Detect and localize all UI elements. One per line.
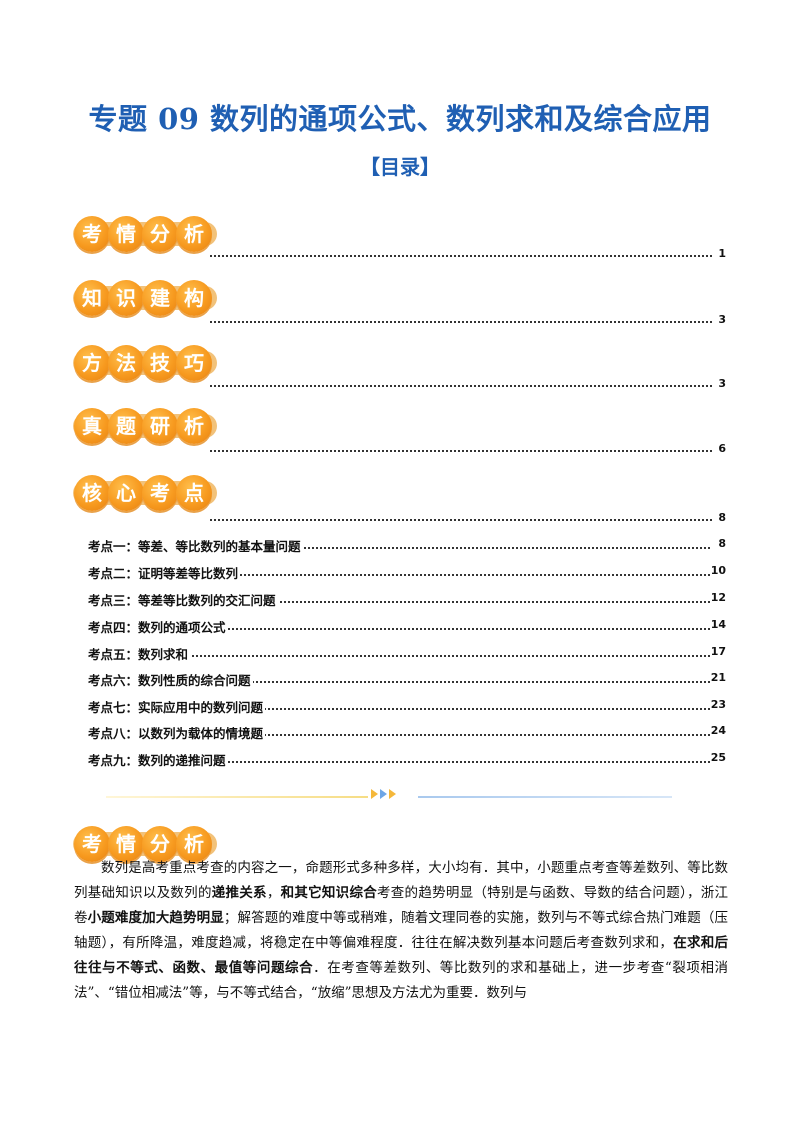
badge-zhenti-yanxi[interactable]: 真 题 研 析 [70, 400, 220, 452]
page-number: 23 [710, 698, 726, 711]
text-run: ；解答题的难度中等或稍难，随着文理同卷的实施，数列与不等式综合热门难题（压轴题）… [74, 910, 729, 951]
dot-leader [210, 321, 712, 323]
bold-run: 递推关系 [211, 885, 267, 901]
badge-char: 析 [176, 408, 212, 444]
toc-item-kaodian-7[interactable]: 考点七：实际应用中的数列问题 23 [88, 697, 726, 716]
badge-char: 析 [176, 216, 212, 252]
toc-entry-fangfa-jiqiao[interactable]: 3 [210, 374, 726, 390]
badge-char: 巧 [176, 345, 212, 381]
bold-run: 小题难度加大趋势明显 [87, 910, 224, 926]
toc-item-label: 考点七：实际应用中的数列问题 [88, 697, 266, 716]
toc-item-kaodian-4[interactable]: 考点四：数列的通项公式 14 [88, 617, 726, 636]
toc-item-label: 考点二：证明等差等比数列 [88, 563, 241, 582]
toc-item-label: 考点一：等差、等比数列的基本量问题 [88, 536, 303, 555]
dot-leader [88, 655, 710, 657]
badge-char: 情 [108, 826, 144, 862]
dot-leader [88, 547, 710, 549]
text-run: 数列是高考重点考查的内容之一，命题形式多种多样，大小均有．其中，小题重点考查等差… [74, 860, 728, 901]
toc-item-kaodian-9[interactable]: 考点九：数列的递推问题 25 [88, 750, 726, 769]
toc-item-kaodian-3[interactable]: 考点三：等差等比数列的交汇问题 12 [88, 590, 726, 609]
text-run: ， [266, 885, 281, 901]
toc-entry-zhishi-jiangou[interactable]: 3 [210, 310, 726, 326]
badge-char: 考 [74, 826, 110, 862]
page-number: 17 [710, 645, 726, 658]
toc-item-kaodian-8[interactable]: 考点八：以数列为载体的情境题 24 [88, 723, 726, 742]
dot-leader [88, 574, 710, 576]
toc-item-kaodian-1[interactable]: 考点一：等差、等比数列的基本量问题 8 [88, 536, 726, 555]
toc-item-label: 考点四：数列的通项公式 [88, 617, 228, 636]
toc-item-label: 考点八：以数列为载体的情境题 [88, 723, 266, 742]
page-number: 8 [718, 537, 726, 550]
badge-char: 知 [74, 280, 110, 316]
badge-char: 法 [108, 345, 144, 381]
badge-char: 题 [108, 408, 144, 444]
page-number: 6 [718, 442, 726, 455]
divider-left [106, 796, 368, 798]
text-run: ．在考查等差数列、等比数列的求和基础上，进一步考查“裂项相消法”、“错位相减法”… [74, 960, 729, 1001]
badge-char: 情 [108, 216, 144, 252]
dot-leader [88, 761, 710, 763]
page-number: 12 [710, 591, 726, 604]
badge-fangfa-jiqiao[interactable]: 方 法 技 巧 [70, 337, 220, 389]
page-number: 14 [710, 618, 726, 631]
badge-char: 析 [176, 826, 212, 862]
page-number: 3 [718, 313, 726, 326]
dot-leader [88, 681, 710, 683]
toc-item-kaodian-2[interactable]: 考点二：证明等差等比数列 10 [88, 563, 726, 582]
toc-item-label: 考点三：等差等比数列的交汇问题 [88, 590, 278, 609]
divider-right [418, 796, 672, 798]
badge-char: 方 [74, 345, 110, 381]
badge-char: 构 [176, 280, 212, 316]
toc-heading: 【目录】 [360, 155, 440, 179]
badge-char: 分 [142, 826, 178, 862]
arrow-ornament-icon [371, 789, 411, 803]
badge-hexin-kaodian[interactable]: 核 心 考 点 [70, 467, 220, 519]
bold-run: 在求和后往往与不等式、函数、最值等问题综合 [74, 935, 729, 976]
dot-leader [88, 708, 710, 710]
badge-kaoqing-fenxi[interactable]: 考 情 分 析 [70, 208, 220, 260]
toc-entry-hexin-kaodian[interactable]: 8 [210, 508, 726, 524]
badge-char: 研 [142, 408, 178, 444]
toc-entry-zhenti-yanxi[interactable]: 6 [210, 439, 726, 455]
page-number: 1 [718, 247, 726, 260]
dot-leader [88, 734, 710, 736]
badge-char: 核 [74, 475, 110, 511]
page-number: 8 [718, 511, 726, 524]
dot-leader [210, 519, 712, 521]
page-title: 专题 09 数列的通项公式、数列求和及综合应用 [88, 102, 712, 136]
badge-char: 真 [74, 408, 110, 444]
toc-item-label: 考点五：数列求和 [88, 644, 191, 663]
dot-leader [88, 628, 710, 630]
badge-char: 考 [142, 475, 178, 511]
bold-run: 和其它知识综合 [280, 885, 377, 901]
text-run: 考查的趋势明显（特别是与函数、导数的结合问题），浙江卷 [74, 885, 729, 926]
page-number: 3 [718, 377, 726, 390]
paragraph-text: 数列是高考重点考查的内容之一，命题形式多种多样，大小均有．其中，小题重点考查等差… [74, 856, 728, 1006]
badge-char: 技 [142, 345, 178, 381]
page-number: 10 [710, 564, 726, 577]
badge-char: 心 [108, 475, 144, 511]
badge-char: 建 [142, 280, 178, 316]
analysis-paragraph: 数列是高考重点考查的内容之一，命题形式多种多样，大小均有．其中，小题重点考查等差… [74, 856, 728, 1006]
toc-item-label: 考点六：数列性质的综合问题 [88, 670, 253, 689]
badge-char: 识 [108, 280, 144, 316]
page-number: 21 [710, 671, 726, 684]
badge-char: 点 [176, 475, 212, 511]
dot-leader [210, 385, 712, 387]
dot-leader [210, 450, 712, 452]
toc-item-kaodian-6[interactable]: 考点六：数列性质的综合问题 21 [88, 670, 726, 689]
badge-zhishi-jiangou[interactable]: 知 识 建 构 [70, 272, 220, 324]
dot-leader [210, 255, 712, 257]
page-number: 25 [710, 751, 726, 764]
toc-item-label: 考点九：数列的递推问题 [88, 750, 228, 769]
page-number: 24 [710, 724, 726, 737]
badge-char: 分 [142, 216, 178, 252]
section-badge-kaoqing-fenxi: 考 情 分 析 [70, 818, 220, 870]
toc-item-kaodian-5[interactable]: 考点五：数列求和 17 [88, 644, 726, 663]
toc-entry-kaoqing-fenxi[interactable]: 1 [210, 244, 726, 260]
dot-leader [88, 601, 710, 603]
badge-char: 考 [74, 216, 110, 252]
